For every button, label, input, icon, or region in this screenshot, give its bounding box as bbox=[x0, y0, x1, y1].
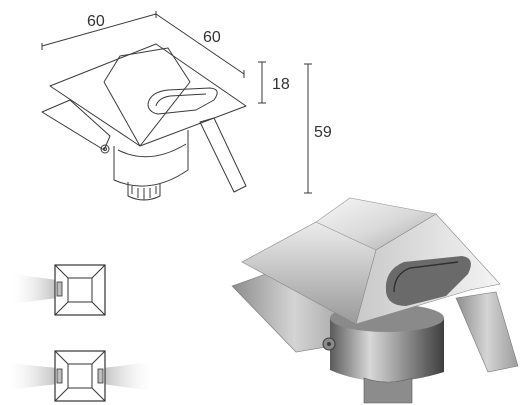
render-cable-gland bbox=[363, 377, 413, 404]
dimension-label-total-height: 59 bbox=[314, 124, 332, 141]
render-right-plate bbox=[455, 291, 519, 373]
dimension-label-side-depth: 60 bbox=[203, 29, 221, 46]
dimension-label-head-height: 18 bbox=[272, 76, 290, 93]
double-beam-symbol bbox=[8, 350, 152, 402]
fixture-outline bbox=[41, 43, 247, 201]
dimension-line-side-depth bbox=[155, 13, 245, 78]
render-body-cylinder bbox=[330, 318, 444, 382]
beam-left bbox=[8, 363, 57, 390]
beam-right bbox=[103, 362, 152, 391]
product-render bbox=[231, 197, 519, 404]
beam-left bbox=[12, 274, 57, 304]
dimension-label-top-width: 60 bbox=[87, 13, 105, 30]
single-beam-symbol bbox=[12, 264, 106, 316]
dimension-line-total-height bbox=[304, 63, 312, 194]
technical-line-drawing bbox=[41, 11, 312, 201]
dimension-line-head-height bbox=[258, 61, 266, 104]
